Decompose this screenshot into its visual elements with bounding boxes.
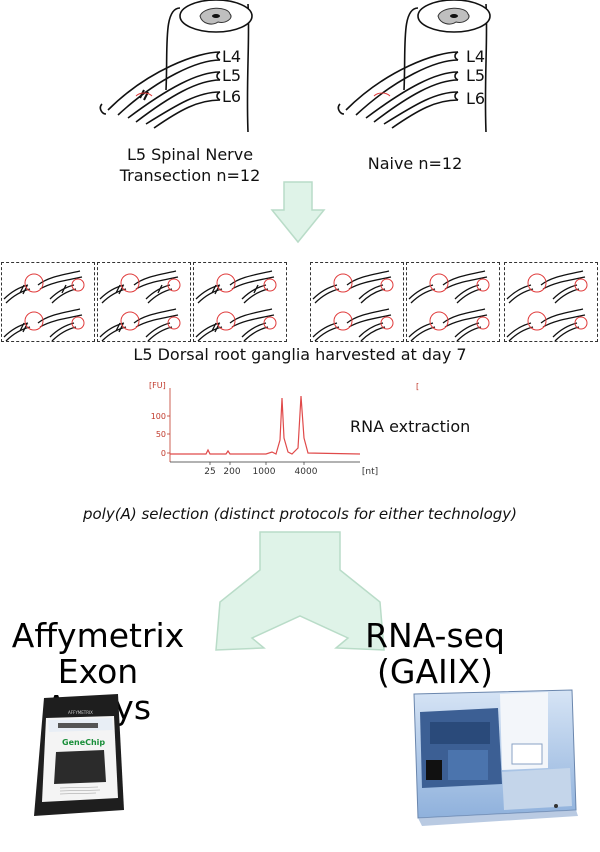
electropherogram: [FU] 100 50 0 [ 25 200 1000 4000 [nt] [149,381,419,477]
root-label-l6-right: L6 [466,89,486,108]
drg-panel [193,262,287,342]
root-label-l4-right: L4 [466,47,486,66]
drg-panel [1,262,95,342]
y-tick-100: 100 [151,412,166,421]
root-label-l6-left: L6 [222,87,242,106]
genechip-product: GeneChip [62,738,105,747]
rna-extraction-label: RNA extraction [350,417,471,436]
condition-transection: L5 Spinal Nerve Transection n=12 [119,145,261,185]
drg-panel [406,262,500,342]
x-tick-200: 200 [223,467,240,477]
fu-unit-label: [FU] [149,381,166,390]
svg-text:[: [ [416,382,419,391]
root-label-l4-left: L4 [222,47,242,66]
down-arrow [270,181,326,244]
x-tick-25: 25 [204,467,215,477]
rna-trace [170,395,361,455]
y-tick-0: 0 [161,449,166,458]
polya-label: poly(A) selection (distinct protocols fo… [82,505,518,523]
drg-panel [97,262,191,342]
genechip-brand: AFFYMETRIX [68,710,93,715]
root-label-l5-right: L5 [466,66,486,85]
spinal-cord-left [99,0,253,133]
spinal-cord-right [337,0,491,133]
root-label-l5-left: L5 [222,66,242,85]
drg-panel [310,262,404,342]
condition-naive: Naive n=12 [367,154,463,173]
split-arrow [215,531,385,651]
x-tick-4000: 4000 [295,467,318,477]
y-tick-50: 50 [156,430,166,439]
x-tick-1000: 1000 [253,467,276,477]
genechip-cartridge: AFFYMETRIX GeneChip [34,694,124,816]
drg-panel [504,262,598,342]
rnaseq-label: RNA-seq (GAIIX) [365,616,505,691]
harvest-label: L5 Dorsal root ganglia harvested at day … [133,345,467,364]
nt-unit-label: [nt] [362,467,378,477]
sequencer-instrument [413,689,578,826]
